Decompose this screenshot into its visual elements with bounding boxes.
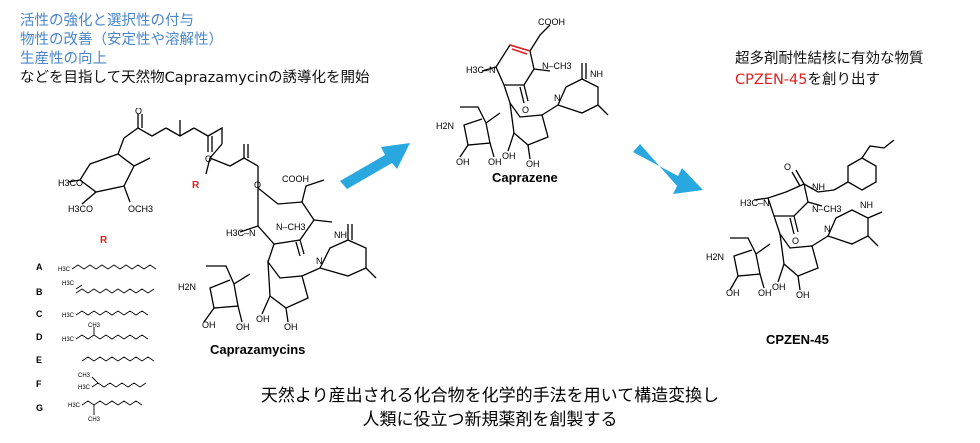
caprazamycins-structure: H3CO H3CO OCH3 O O O COOH N–CH3 H3C–N H2… — [58, 108, 377, 332]
h3co-label-2: H3CO — [68, 204, 93, 214]
cpzen-oh-3: OH — [772, 282, 786, 292]
r-group-letter-d: D — [36, 332, 43, 342]
cpzen45-label: CPZEN-45 — [766, 332, 829, 347]
cpzen-n: N — [824, 224, 831, 234]
cpzen-nh: NH — [860, 200, 873, 210]
n-ch3-label: N–CH3 — [276, 222, 306, 232]
oh-label-3: OH — [256, 314, 270, 324]
cpzen-o: O — [792, 236, 799, 246]
caprazene-o: O — [522, 105, 529, 115]
caprazene-oh-4: OH — [526, 159, 540, 169]
result-line-1: 超多剤耐性結核に有効な物質 — [735, 51, 924, 67]
cpzen-h2n: H2N — [706, 252, 724, 262]
r-c-h3c: H3C — [62, 313, 75, 319]
caprazene-cooh: COOH — [538, 17, 565, 27]
cpzen-oh-4: OH — [796, 290, 810, 300]
o-label-1: O — [135, 108, 142, 116]
r-f-h3c: H3C — [78, 385, 91, 391]
r-a-h3c: H3C — [58, 267, 71, 273]
cooh-label: COOH — [282, 174, 309, 184]
r-group-letter-a: A — [36, 262, 43, 272]
cpzen-n-ch3: N–CH3 — [812, 204, 842, 214]
r-group-letter-g: G — [36, 403, 43, 413]
cpzen-oh-1: OH — [726, 288, 740, 298]
oh-label-1: OH — [202, 320, 216, 330]
conclusion-line-1: 天然より産出される化合物を化学的手法を用いて構造変換し — [260, 386, 720, 406]
caprazene-h3c-n: H3C–N — [466, 65, 496, 75]
r-g-h3c: H3C — [68, 403, 81, 409]
r-group-letter-b: B — [36, 287, 43, 297]
caprazene-structure: COOH N–CH3 H3C–N O H2N OH OH OH OH NH N — [436, 17, 609, 169]
goal-item-3: 生産性の向上 — [20, 51, 107, 67]
arrow-right-2 — [633, 144, 703, 194]
r-group-letter-f: F — [36, 379, 42, 389]
caprazene-oh-1: OH — [456, 157, 470, 167]
h2n-label: H2N — [178, 282, 196, 292]
arrow-right-1 — [340, 143, 410, 189]
cpzen-nh-amide: NH — [812, 182, 825, 192]
goal-item-1: 活性の強化と選択性の付与 — [20, 13, 194, 29]
caprazene-label: Caprazene — [492, 170, 558, 185]
r-atom-label: R — [192, 180, 200, 191]
result-highlight: CPZEN-45 — [735, 72, 808, 88]
caprazene-oh-2: OH — [488, 157, 502, 167]
cpzen-o-amide: O — [784, 162, 791, 172]
h3co-label-1: H3CO — [58, 178, 83, 188]
cpzen-me-n: H3C–N — [740, 198, 770, 208]
och3-label: OCH3 — [128, 204, 153, 214]
caprazene-oh-3: OH — [502, 151, 516, 161]
h3c-n-label: H3C–N — [226, 228, 256, 238]
caprazene-h2n: H2N — [436, 121, 454, 131]
r-d-h3c: H3C — [62, 337, 75, 343]
conclusion-line-2: 人類に役立つ新規薬剤を創製する — [362, 410, 618, 430]
caprazene-n: N — [554, 93, 561, 103]
r-group-letter-c: C — [36, 309, 43, 319]
cpzen-oh-2: OH — [758, 288, 772, 298]
n-label: N — [316, 256, 323, 266]
caprazene-nh: NH — [590, 69, 603, 79]
r-group-letter-e: E — [36, 355, 42, 365]
r-group-list: A B C D E F G H3C H3C H3C H3C CH3 H3C CH… — [36, 262, 157, 423]
r-g-ch3: CH3 — [88, 417, 101, 423]
result-line-2: CPZEN-45を創り出す — [735, 71, 880, 90]
caprazamycins-label: Caprazamycins — [210, 342, 306, 357]
goal-item-2: 物性の改善（安定性や溶解性） — [20, 32, 223, 48]
r-b-h3c: H3C — [62, 281, 75, 287]
o-label-2: O — [205, 154, 212, 164]
goal-conclusion: などを目指して天然物Caprazamycinの誘導化を開始 — [20, 70, 370, 86]
r-group-header: R — [100, 235, 108, 246]
result-suffix: を創り出す — [807, 72, 881, 88]
r-f-ch3: CH3 — [78, 373, 91, 379]
o-label-3: O — [254, 180, 261, 190]
caprazene-n-ch3: N–CH3 — [542, 61, 572, 71]
cpzen45-structure: NH O N–CH3 H3C–N O H2N OH OH OH OH NH N — [706, 140, 895, 300]
r-d-ch3: CH3 — [88, 323, 101, 329]
oh-label-2: OH — [236, 322, 250, 332]
oh-label-4: OH — [284, 322, 298, 332]
nh-label: NH — [334, 230, 347, 240]
